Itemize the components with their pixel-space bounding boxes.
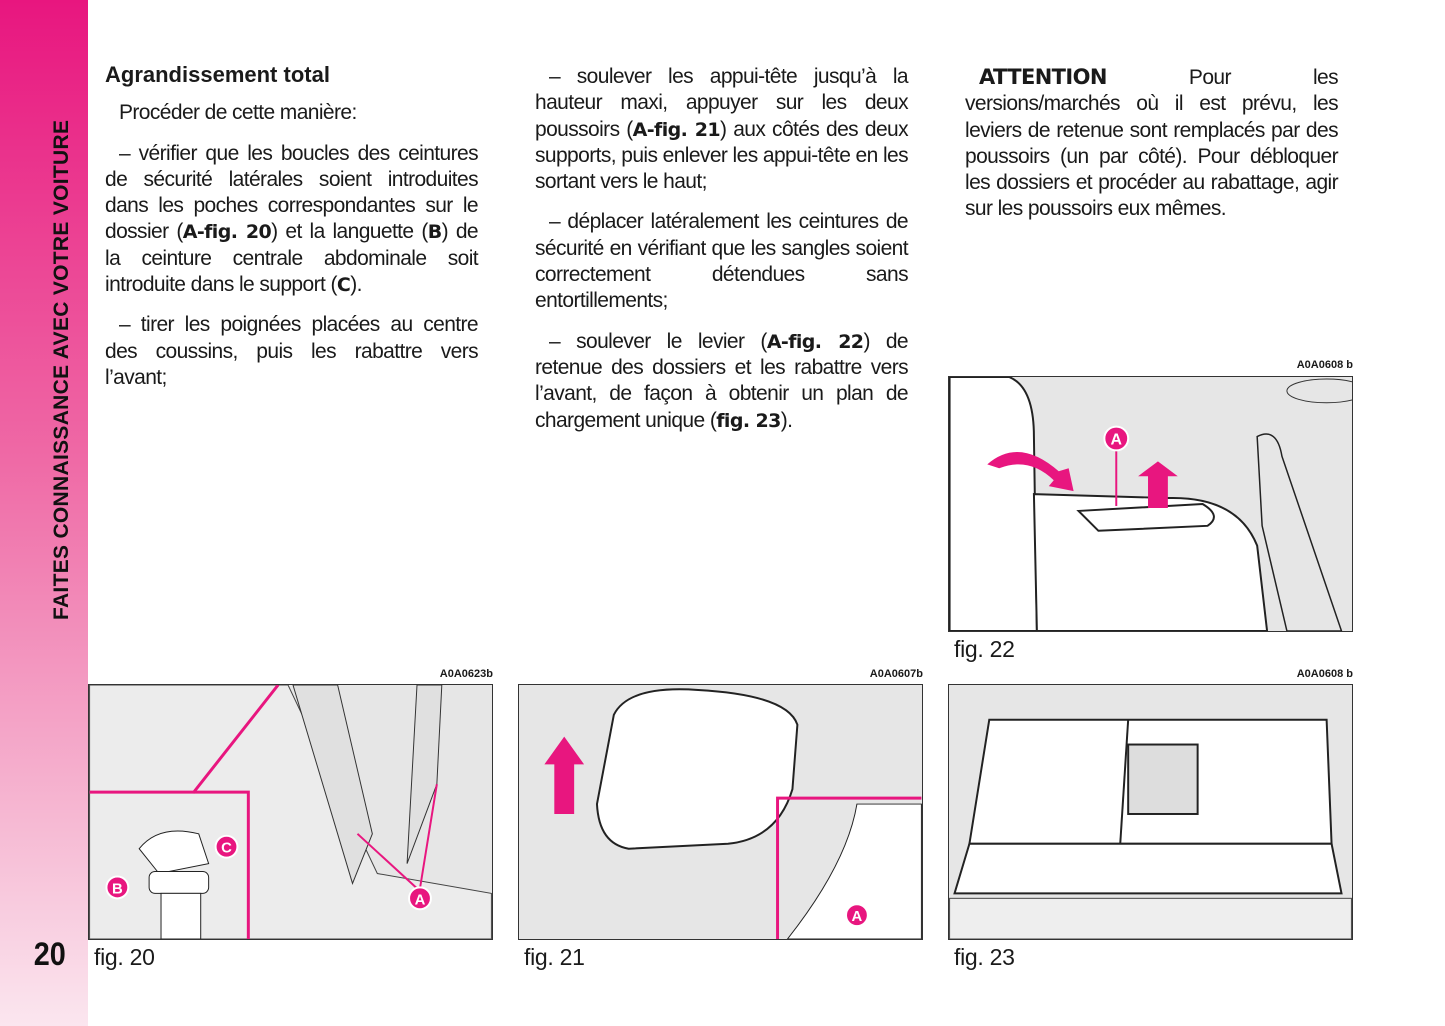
page-number: 20 [33,936,66,972]
svg-text:A: A [415,892,426,908]
paragraph: – déplacer latéralement les ceintures de… [535,210,909,313]
svg-text:C: C [221,841,232,857]
figure-code: A0A0608 b [1296,668,1353,680]
intro: Procéder de cette manière: [119,101,357,125]
column-1: Agrandissement total Procéder de cette m… [105,62,479,405]
figure-caption: fig. 22 [954,636,1015,662]
callout-label: A [1111,431,1123,448]
column-2: – soulever les appui-tête jusqu’à la hau… [535,64,909,448]
paragraph: – tirer les poignées placées au centre d… [105,313,479,389]
attention-note: ATTENTION Pour les versions/marchés où i… [965,65,1339,221]
figure-code: A0A0623b [439,668,493,680]
heading: Agrandissement total [105,62,330,87]
svg-text:A: A [852,909,863,925]
svg-text:B: B [112,881,123,897]
figure-23 [948,684,1353,940]
paragraph: – soulever les appui-tête jusqu’à la hau… [535,65,909,194]
figure-caption: fig. 21 [524,944,585,970]
section-title: FAITES CONNAISSANCE AVEC VOTRE VOITURE [50,119,73,620]
figure-caption: fig. 20 [94,944,155,970]
paragraph: – vérifier que les boucles des ceintures… [105,141,479,297]
paragraph: – soulever le levier (A-fig. 22) de rete… [535,329,909,432]
sidebar-band: FAITES CONNAISSANCE AVEC VOTRE VOITURE 2… [0,0,88,1026]
figure-22: A [948,376,1353,632]
figure-21: A [518,684,923,940]
column-3: ATTENTION Pour les versions/marchés où i… [965,64,1339,237]
figure-code: A0A0608 b [1296,359,1353,371]
figure-caption: fig. 23 [954,944,1015,970]
figure-code: A0A0607b [869,668,923,680]
figure-20: C B A [88,684,493,940]
